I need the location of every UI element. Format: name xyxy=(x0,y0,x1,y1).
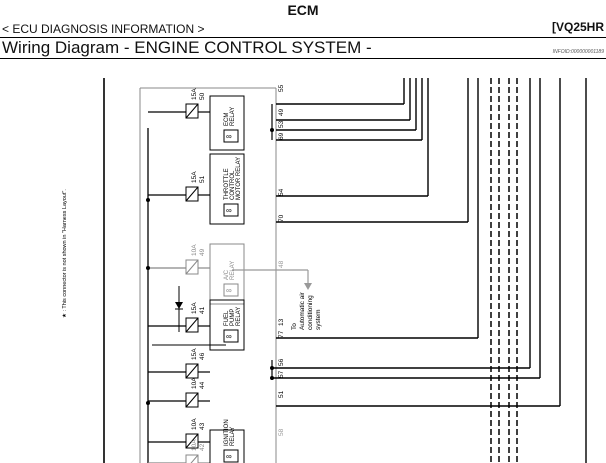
junction-dot xyxy=(146,198,150,202)
relay-coil-icon xyxy=(223,449,239,463)
fuse-element xyxy=(185,186,199,202)
relay-label: RELAY xyxy=(230,107,236,126)
header-rule xyxy=(0,37,606,38)
relay-label: MOTOR RELAY xyxy=(236,157,242,200)
arrow-down-icon xyxy=(304,283,312,290)
section-title: ECM xyxy=(287,2,319,18)
fuse-number-label: 49 xyxy=(199,248,206,256)
fuse-icon xyxy=(185,454,199,463)
fuse-amp-label: 10A xyxy=(191,439,198,451)
pin-group: 55 49 53 69 54 70 48 13 77 56 57 51 58 xyxy=(278,84,285,436)
fuse-number-label: 42 xyxy=(199,443,206,451)
note-dest3: system xyxy=(315,309,322,330)
fuse-amp-label: 15A xyxy=(191,88,198,100)
relay-coil-icon xyxy=(223,329,239,343)
relay-label: CONTROL xyxy=(230,170,236,200)
fuse-element xyxy=(185,363,199,379)
connector-pin-label: 13 xyxy=(278,318,285,326)
relay-label: FUEL xyxy=(224,310,230,326)
relay-coil-icon xyxy=(223,203,239,217)
fuse-amp-label: 15A xyxy=(191,302,198,314)
relay-coil-icon xyxy=(223,283,239,297)
relay-label: IGNITION xyxy=(224,419,230,446)
fuse-element xyxy=(190,454,199,463)
fuse-number-label: 51 xyxy=(199,175,206,183)
fuse-amp-label: 10A xyxy=(191,418,198,430)
junction-dot xyxy=(146,266,150,270)
fuse-element xyxy=(185,392,199,408)
connector-pin-label: 48 xyxy=(278,260,285,268)
relay-coil-glyph: ∞ xyxy=(226,132,232,141)
breadcrumb: < ECU DIAGNOSIS INFORMATION > xyxy=(2,22,205,36)
relay-box xyxy=(209,243,245,305)
note-dest2: conditioning xyxy=(307,295,314,330)
title-rule xyxy=(0,58,606,59)
relay-label: THROTTLE xyxy=(224,168,230,200)
connector-pin-label: 55 xyxy=(278,84,285,92)
connector-pin-label: 53 xyxy=(278,120,285,128)
side-note: ★ : This connector is not shown in "Harn… xyxy=(61,189,68,318)
info-id: INFOID:000000001189 xyxy=(552,49,604,55)
fuse-number-label: 43 xyxy=(199,422,206,430)
relay-label: RELAY xyxy=(230,427,236,446)
relay-coil-glyph: ∞ xyxy=(226,286,232,295)
wiring-diagram: ★ : This connector is not shown in "Harn… xyxy=(61,78,587,463)
relay-coil-glyph: ∞ xyxy=(226,332,232,341)
model-code: [VQ25HR xyxy=(551,20,604,34)
fuse-element xyxy=(185,103,199,119)
relay-box xyxy=(209,429,245,463)
relay-label: PUMP xyxy=(230,309,236,326)
relay-label: RELAY xyxy=(236,307,242,326)
connector-pin-label: 57 xyxy=(278,370,285,378)
connector-pin-label: 69 xyxy=(278,132,285,140)
fuse-number-label: 46 xyxy=(199,352,206,360)
connector-pin-label: 54 xyxy=(278,188,285,196)
note-to: To xyxy=(291,323,298,330)
relay-label: A/C xyxy=(224,269,230,280)
fuse-element xyxy=(185,259,199,275)
fuse-element xyxy=(185,433,199,449)
junction-dot xyxy=(146,401,150,405)
fuse-amp-label: 10A xyxy=(191,244,198,256)
fuse-element xyxy=(185,317,199,333)
connector-pin-label: 70 xyxy=(278,214,285,222)
relay-coil-glyph: ∞ xyxy=(226,206,232,215)
note-dest: Automatic air xyxy=(299,291,306,330)
connector-pin-label: 56 xyxy=(278,358,285,366)
relay-coil-icon xyxy=(223,129,239,143)
relay-box xyxy=(209,95,245,151)
fuse-amp-label: 15A xyxy=(191,348,198,360)
connector-pin-label: 51 xyxy=(278,390,285,398)
fuse-number-label: 44 xyxy=(199,381,206,389)
fuse-number-label: 41 xyxy=(199,306,206,314)
fuse-amp-label: 15A xyxy=(191,171,198,183)
fuse-number-label: 50 xyxy=(199,92,206,100)
connector-pin-label: 77 xyxy=(278,330,285,338)
page-title: Wiring Diagram - ENGINE CONTROL SYSTEM - xyxy=(2,38,372,57)
relay-box xyxy=(209,153,245,225)
relay-coil-glyph: ∞ xyxy=(226,452,232,461)
connector-pin-label: 58 xyxy=(278,428,285,436)
relay-box xyxy=(209,299,245,351)
connector-pin-label: 49 xyxy=(278,108,285,116)
fuse-amp-label: 10A xyxy=(191,377,198,389)
relay-label: ECM xyxy=(224,113,230,126)
